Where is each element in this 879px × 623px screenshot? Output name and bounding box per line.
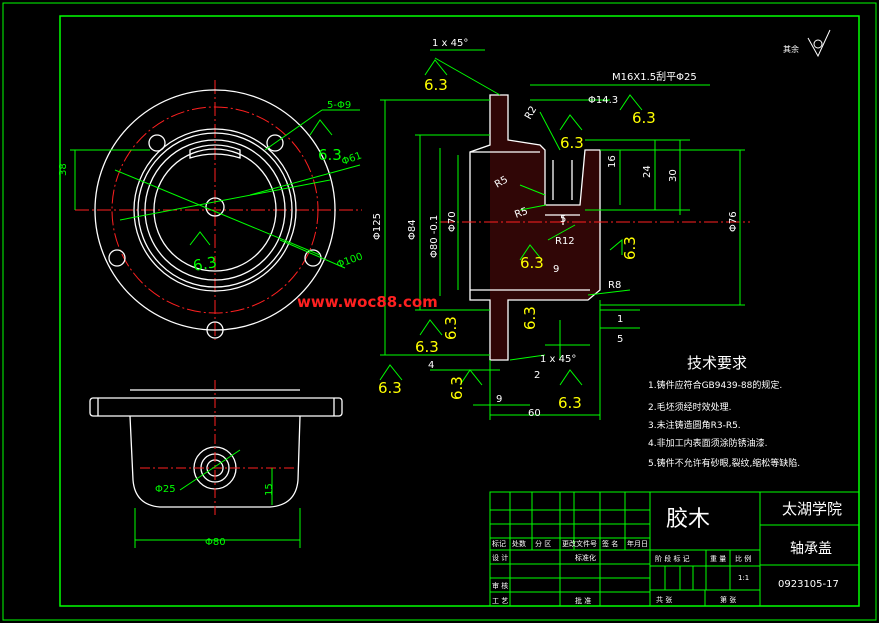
technical-requirements: 技术要求 1.铸件应符合GB9439-88的规定. 2.毛坯须经时效处理. 3.… <box>648 354 800 469</box>
tb-h-weight: 重 量 <box>710 555 726 563</box>
roughness-sec-4: 6.3 <box>520 254 544 272</box>
tb-drawing-no: 0923105-17 <box>778 579 839 590</box>
dim-5: 5 <box>560 214 566 225</box>
roughness-sec-10: 6.3 <box>521 306 539 330</box>
tech-item-2: 2.毛坯须经时效处理. <box>648 401 731 413</box>
tb-h-stage: 阶 段 标 记 <box>655 554 690 563</box>
watermark: www.woc88.com <box>297 293 438 311</box>
dim-5b: 5 <box>617 334 623 345</box>
dim-d25-bottom: Φ25 <box>155 484 176 495</box>
tb-h-design: 设 计 <box>492 553 508 562</box>
tb-h-doc: 更改文件号 <box>562 539 597 548</box>
tb-h-check: 审 核 <box>492 581 508 590</box>
tech-title: 技术要求 <box>687 354 747 372</box>
tech-item-3: 3.未注铸造圆角R3-R5. <box>648 419 741 431</box>
roughness-front-2: 6.3 <box>192 253 219 275</box>
dim-16: 16 <box>607 155 618 168</box>
tb-part-name: 轴承盖 <box>790 541 832 557</box>
roughness-sec-11: 6.3 <box>442 316 460 340</box>
tb-h-process: 工 艺 <box>492 597 508 605</box>
roughness-sec-8: 6.3 <box>448 376 466 400</box>
dim-15: 15 <box>264 483 275 496</box>
roughness-sec-1: 6.3 <box>424 76 448 94</box>
tb-h-mark: 标记 <box>492 539 506 548</box>
dim-d80-tol: Φ80 -0.1 <box>429 215 440 258</box>
dim-38: 38 <box>58 163 69 176</box>
tech-item-4: 4.非加工内表面须涂防锈油漆. <box>648 437 767 449</box>
dim-r5b: R5 <box>513 206 529 221</box>
dim-30: 30 <box>668 169 679 182</box>
tech-item-1: 1.铸件应符合GB9439-88的规定. <box>648 379 782 391</box>
dim-r8: R8 <box>608 280 621 291</box>
tech-item-5: 5.铸件不允许有砂眼,裂纹,缩松等缺陷. <box>648 457 800 469</box>
dim-24: 24 <box>642 165 653 178</box>
dim-chamfer-top: 1 x 45° <box>432 38 468 49</box>
dim-2: 2 <box>534 370 540 381</box>
tb-h-approve: 批 准 <box>575 596 591 605</box>
dim-d80-bottom: Φ80 <box>205 537 226 548</box>
tb-h-count: 处数 <box>512 539 526 548</box>
title-block: 胶木 太湖学院 轴承盖 0923105-17 标记 处数 分 区 更改文件号 签… <box>489 491 860 607</box>
roughness-sec-2: 6.3 <box>560 134 584 152</box>
tb-scale-value: 1:1 <box>738 574 749 582</box>
dim-9h: 9 <box>496 394 502 405</box>
tb-h-std: 标准化 <box>575 553 596 562</box>
roughness-general: 其余 <box>783 29 831 58</box>
tb-h-sign: 签 名 <box>602 539 618 548</box>
roughness-sec-7: 6.3 <box>415 338 439 356</box>
tb-h-sheet: 第 张 <box>720 595 736 604</box>
dim-60: 60 <box>528 408 541 419</box>
section-view: 6.3 6.3 6.3 6.3 6.3 6.3 6.3 6.3 6.3 6.3 … <box>372 38 750 420</box>
dim-thread: M16X1.5刮平Φ25 <box>612 70 697 83</box>
tb-h-zone: 分 区 <box>535 539 551 548</box>
tb-h-sheets: 共 张 <box>656 595 672 604</box>
bottom-view: Φ25 Φ80 15 <box>89 380 343 548</box>
tb-material: 胶木 <box>666 507 710 532</box>
dim-4: 4 <box>428 360 434 371</box>
dim-d125: Φ125 <box>372 213 383 240</box>
tb-h-date: 年月日 <box>627 539 648 548</box>
roughness-sec-5: 6.3 <box>558 394 582 412</box>
dim-9: 9 <box>553 264 559 275</box>
dim-r12: R12 <box>555 236 575 247</box>
roughness-front-1: 6.3 <box>318 146 342 164</box>
roughness-sec-6: 6.3 <box>378 379 402 397</box>
dim-d76: Φ76 <box>728 211 739 232</box>
dim-d84: Φ84 <box>407 219 418 240</box>
roughness-sec-9: 6.3 <box>621 236 639 260</box>
roughness-sec-3: 6.3 <box>632 109 656 127</box>
dim-holes: 5-Φ9 <box>327 100 351 111</box>
front-view: 38 5-Φ9 Φ61 Φ100 6.3 6.3 <box>58 80 364 340</box>
tb-h-scale: 比 例 <box>735 554 751 563</box>
dim-d14-3: Φ14.3 <box>588 95 618 106</box>
dim-d70: Φ70 <box>447 211 458 232</box>
dim-chamfer-bottom: 1 x 45° <box>540 354 576 365</box>
dim-1: 1 <box>617 314 623 325</box>
svg-text:其余: 其余 <box>783 44 799 54</box>
tb-school: 太湖学院 <box>782 500 842 518</box>
